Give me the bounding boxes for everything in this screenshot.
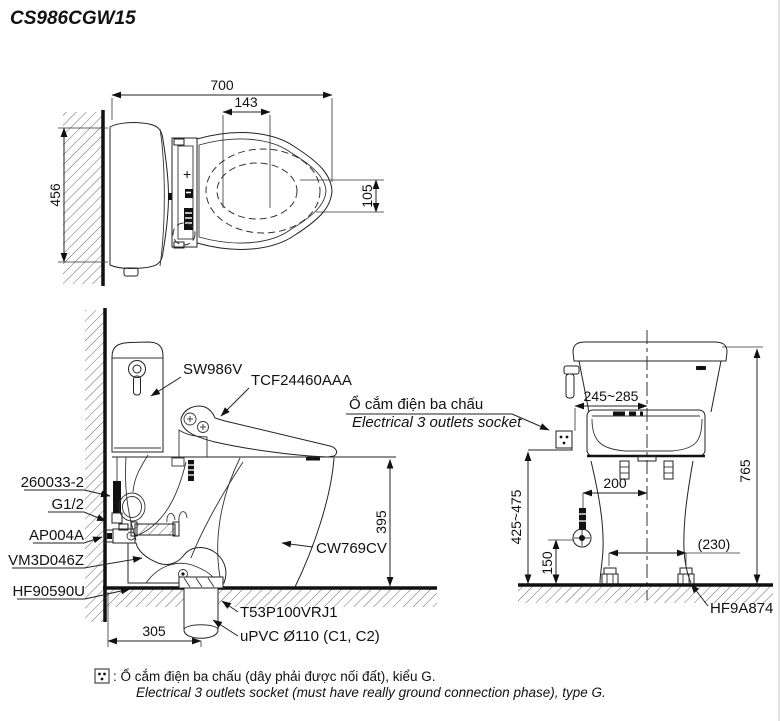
note-vi: : Ổ cắm điện ba chấu (dây phải được nối … bbox=[113, 669, 436, 684]
dim-panel-offset: 143 bbox=[234, 94, 258, 110]
label-washlet: TCF24460AAA bbox=[251, 372, 352, 389]
label-bolt-cap: HF9A874 bbox=[710, 600, 773, 617]
label-cistern: SW986V bbox=[183, 361, 242, 378]
label-stop-valve: AP004A bbox=[29, 527, 84, 544]
socket-callout: Ổ cắm điện ba chấu Electrical 3 outlets … bbox=[346, 395, 550, 431]
dim-overall-length: 700 bbox=[210, 77, 234, 93]
note-en: Electrical 3 outlets socket (must have r… bbox=[136, 685, 606, 700]
top-view: + 700 143 456 105 bbox=[47, 77, 384, 286]
dim-nozzle-offset: 105 bbox=[359, 184, 375, 208]
wall-hatch-side-view bbox=[85, 310, 105, 622]
wall-hatch-top-view bbox=[63, 112, 103, 284]
label-supply-pipe: 260033-2 bbox=[21, 474, 84, 491]
panel-plus-mark: + bbox=[183, 166, 191, 182]
dim-overall-height: 765 bbox=[737, 459, 753, 483]
dim-valve-offset: 200 bbox=[603, 475, 627, 491]
socket-legend-icon bbox=[94, 668, 110, 684]
dim-socket-offset: 245~285 bbox=[584, 388, 639, 404]
label-drain-socket: T53P100VRJ1 bbox=[240, 604, 338, 621]
footnote: : Ổ cắm điện ba chấu (dây phải được nối … bbox=[94, 668, 606, 700]
label-inlet-fitting: VM3D046Z bbox=[8, 552, 84, 569]
side-view: 395 305 SW986V TCF24460AAA 260033-2 G1/2… bbox=[8, 308, 437, 647]
label-drain-pipe: uPVC Ø110 (C1, C2) bbox=[240, 628, 380, 645]
dim-valve-height: 150 bbox=[539, 551, 555, 575]
floor-hatch-front-view bbox=[518, 585, 773, 603]
label-thread: G1/2 bbox=[51, 496, 84, 513]
dim-socket-height: 425~475 bbox=[508, 489, 524, 544]
front-view: 245~285 200 150 425~475 (230) 765 HF9A87… bbox=[508, 330, 773, 617]
label-floor-seal: HF90590U bbox=[12, 583, 85, 600]
page-title: CS986CGW15 bbox=[10, 8, 136, 29]
dim-overall-width: 456 bbox=[47, 183, 63, 207]
dim-bolt-spacing: (230) bbox=[698, 536, 731, 552]
label-bowl: CW769CV bbox=[316, 540, 387, 557]
socket-callout-vi: Ổ cắm điện ba chấu bbox=[349, 395, 483, 413]
dim-rough-in: 305 bbox=[142, 623, 166, 639]
socket-callout-en: Electrical 3 outlets socket bbox=[352, 414, 522, 431]
dim-rim-height: 395 bbox=[373, 510, 389, 534]
